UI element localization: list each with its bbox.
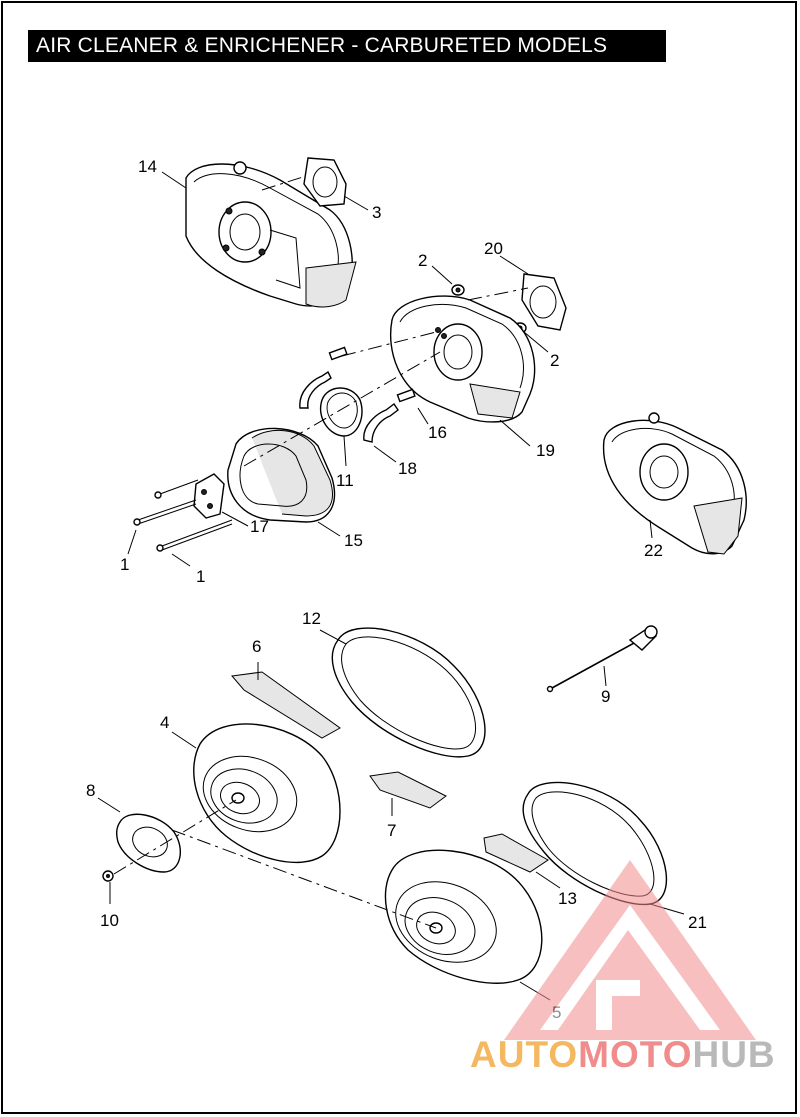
watermark-part-hub: HUB bbox=[692, 1034, 776, 1075]
callout-1-right: 1 bbox=[196, 567, 205, 586]
callout-17: 17 bbox=[250, 517, 269, 536]
watermark-part-moto: MOTO bbox=[578, 1034, 693, 1075]
part-9-enrichener-cable bbox=[546, 625, 658, 693]
callout-14: 14 bbox=[138, 157, 157, 176]
part-10-screw bbox=[102, 870, 114, 882]
callout-21: 21 bbox=[688, 913, 707, 932]
leader-lines bbox=[97, 171, 685, 1001]
callout-1-left: 1 bbox=[120, 555, 129, 574]
callout-2-lower: 2 bbox=[550, 351, 559, 370]
callout-22: 22 bbox=[644, 541, 663, 560]
part-6-label bbox=[231, 671, 341, 739]
callout-10: 10 bbox=[100, 911, 119, 930]
triangle-logo-icon bbox=[504, 860, 756, 1040]
callout-8: 8 bbox=[86, 781, 95, 800]
part-1-screw bbox=[133, 479, 233, 552]
part-20-gasket bbox=[521, 273, 567, 331]
part-16-breather-bolt bbox=[328, 346, 416, 403]
callout-4: 4 bbox=[160, 713, 169, 732]
part-13-label bbox=[483, 833, 549, 873]
part-19-backplate-assembly bbox=[389, 295, 536, 423]
part-18-hose bbox=[299, 370, 399, 443]
watermark-text: AUTOMOTOHUB bbox=[470, 1034, 776, 1076]
callout-13: 13 bbox=[558, 889, 577, 908]
part-15-filter-element bbox=[227, 427, 336, 523]
callout-3: 3 bbox=[372, 203, 381, 222]
callout-7: 7 bbox=[387, 821, 396, 840]
callout-9: 9 bbox=[601, 687, 610, 706]
part-11-gasket bbox=[319, 387, 363, 437]
callout-11: 11 bbox=[336, 471, 354, 490]
callout-6: 6 bbox=[252, 637, 261, 656]
part-22-backplate bbox=[602, 412, 747, 555]
callout-15: 15 bbox=[344, 531, 363, 550]
part-7-label bbox=[369, 771, 447, 809]
part-17-bracket bbox=[193, 473, 225, 519]
part-3-gasket bbox=[303, 157, 347, 207]
part-8-medallion bbox=[115, 813, 182, 873]
callout-19: 19 bbox=[536, 441, 555, 460]
watermark-part-auto: AUTO bbox=[470, 1034, 579, 1075]
callout-18: 18 bbox=[398, 459, 417, 478]
part-2-seal-upper bbox=[451, 284, 465, 296]
part-5-cover bbox=[384, 849, 543, 984]
callout-20: 20 bbox=[484, 239, 503, 258]
callout-2-upper: 2 bbox=[418, 251, 427, 270]
callout-12: 12 bbox=[302, 609, 321, 628]
page-title: AIR CLEANER & ENRICHENER - CARBURETED MO… bbox=[28, 30, 666, 62]
part-12-trim-ring bbox=[331, 627, 486, 758]
part-14-backplate bbox=[185, 161, 357, 308]
callout-16: 16 bbox=[428, 423, 447, 442]
